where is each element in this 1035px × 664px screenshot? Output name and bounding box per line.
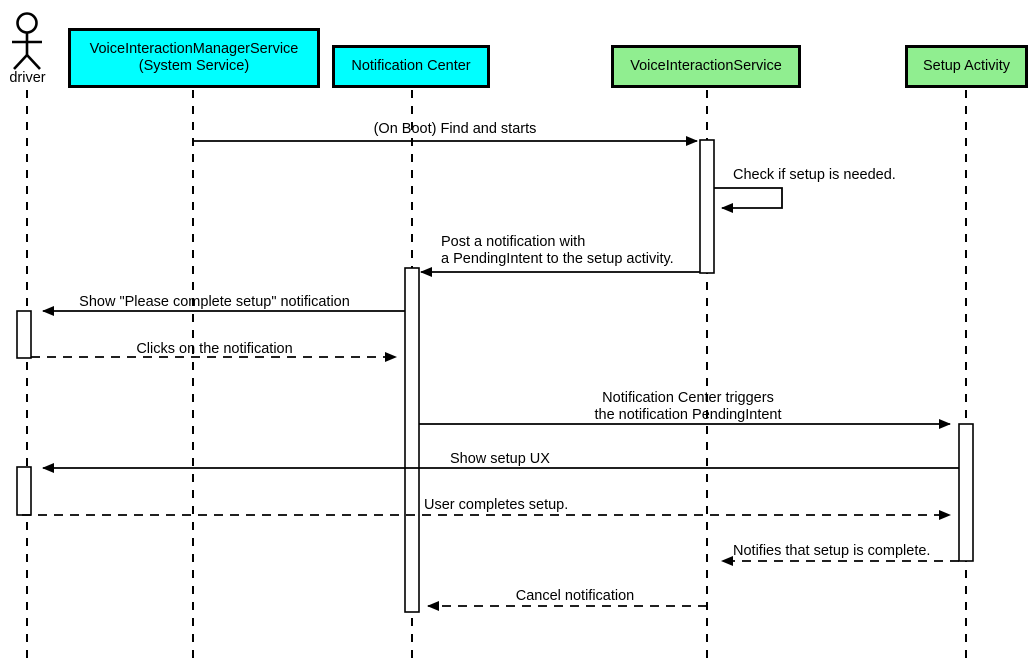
activation-driver-2 [16, 466, 32, 516]
activation-setup-activity-1 [958, 423, 974, 562]
message-label-cancel-notification: Cancel notification [515, 588, 635, 604]
activation-vis-1 [699, 139, 715, 274]
actor-driver-icon [12, 12, 42, 70]
participant-label-driver: driver [9, 70, 46, 86]
message-label-on-boot-find-and-starts: (On Boot) Find and starts [373, 121, 537, 137]
participant-box-setup-activity[interactable]: Setup Activity [905, 45, 1028, 88]
message-label-notification-center-triggers-pendingintent: Notification Center triggers the notific… [594, 390, 782, 423]
message-label-post-a-notification: Post a notification with a PendingIntent… [441, 234, 674, 267]
message-label-show-please-complete-setup-notification: Show "Please complete setup" notificatio… [79, 294, 350, 310]
message-label-clicks-on-the-notification: Clicks on the notification [136, 341, 293, 357]
participant-box-vis[interactable]: VoiceInteractionService [611, 45, 801, 88]
participant-box-vims[interactable]: VoiceInteractionManagerService (System S… [68, 28, 320, 88]
message-label-check-if-setup-is-needed: Check if setup is needed. [733, 167, 896, 183]
activation-notification-center-1 [404, 267, 420, 613]
message-arrow-check-if-setup-is-needed [714, 187, 783, 213]
message-label-user-completes-setup: User completes setup. [424, 497, 569, 513]
activation-bars [16, 139, 974, 613]
participant-box-notification-center[interactable]: Notification Center [332, 45, 490, 88]
activation-driver-1 [16, 310, 32, 359]
message-label-show-setup-ux: Show setup UX [450, 451, 550, 467]
message-label-notifies-that-setup-is-complete: Notifies that setup is complete. [733, 543, 931, 559]
